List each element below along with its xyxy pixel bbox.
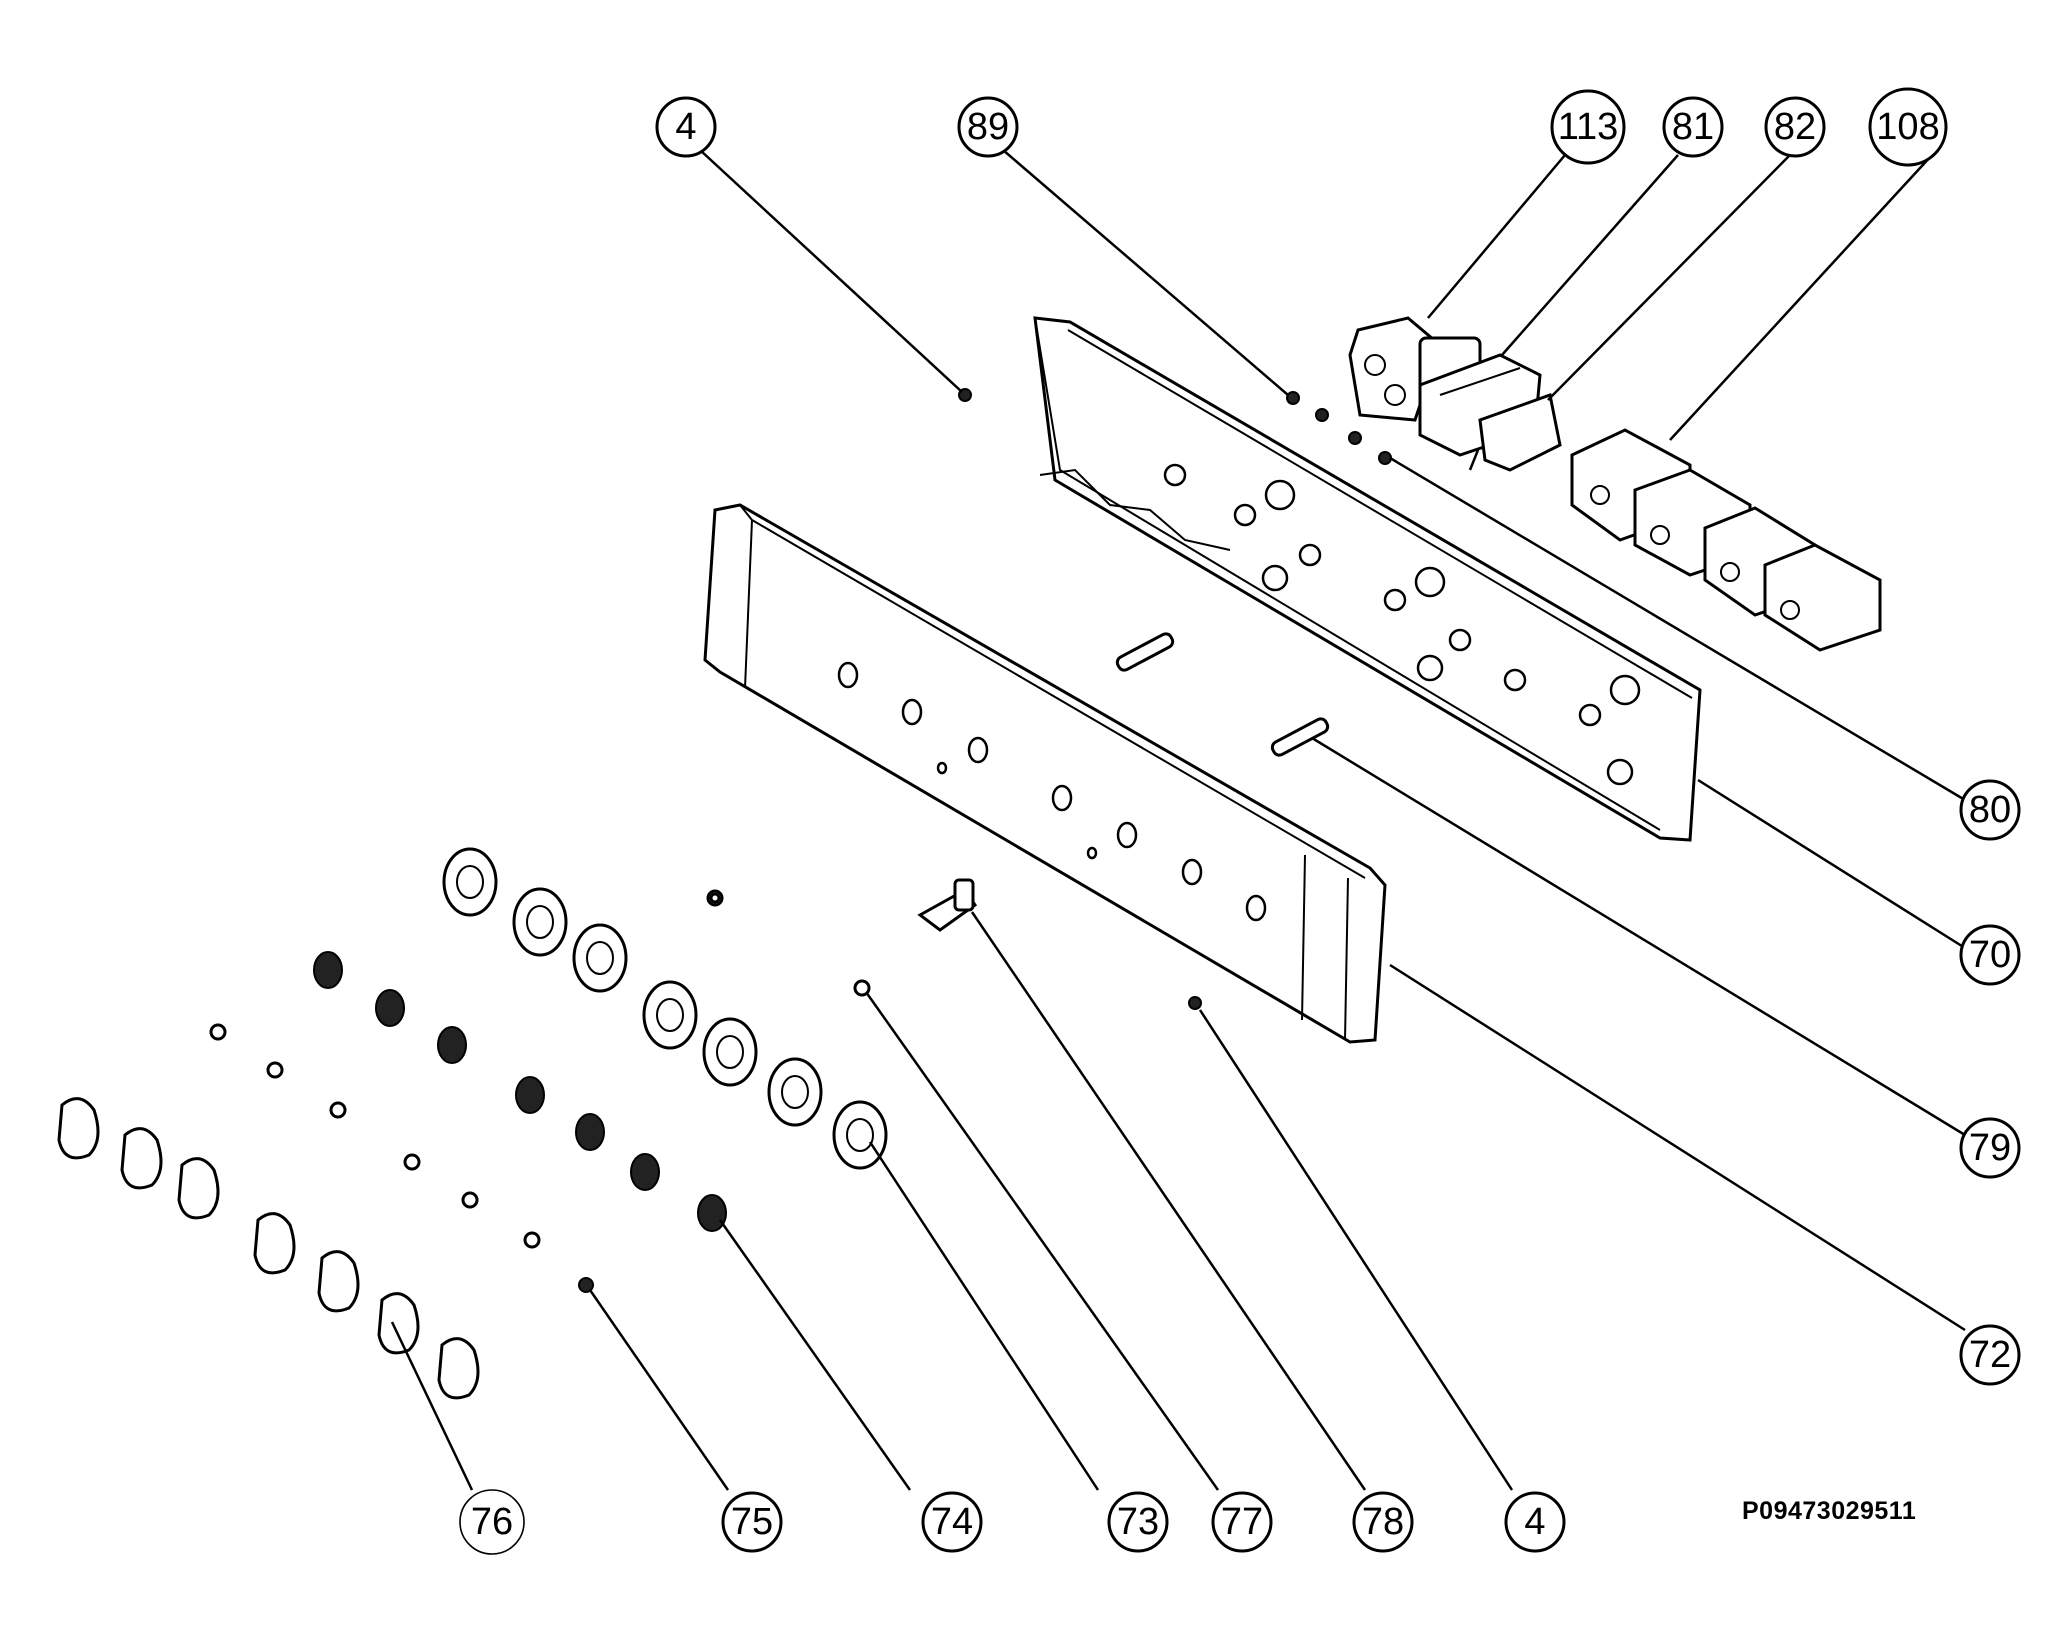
callout-75: 75 (721, 1491, 783, 1553)
callout-79: 79 (1959, 1117, 2021, 1179)
pins-79 (1115, 632, 1330, 757)
callout-label: 73 (1117, 1501, 1159, 1543)
switch-82 (1468, 393, 1562, 472)
springs (313, 951, 727, 1232)
rear-panel-holes (1163, 463, 1641, 786)
bezels-74 (442, 847, 888, 1170)
callout-89: 89 (957, 96, 1019, 158)
callout-73: 73 (1107, 1491, 1169, 1553)
leader-lines (390, 149, 1966, 1491)
callout-label: 78 (1362, 1501, 1404, 1543)
callout-113: 113 (1550, 89, 1626, 165)
callout-label: 81 (1672, 106, 1714, 148)
callout-74: 74 (921, 1491, 983, 1553)
callout-82: 82 (1764, 96, 1826, 158)
callout-81: 81 (1662, 96, 1724, 158)
callout-label: 70 (1969, 934, 2011, 976)
callout-108: 108 (1868, 87, 1948, 167)
rear-panel-frame (1033, 316, 1702, 842)
switch-bank-108 (1570, 428, 1882, 652)
front-panel (703, 503, 1387, 1044)
callout-label: 72 (1969, 1334, 2011, 1376)
callout-72: 72 (1959, 1324, 2021, 1386)
callout-label: 82 (1774, 106, 1816, 148)
front-panel-holes (837, 661, 1267, 922)
callout-label: 75 (731, 1501, 773, 1543)
drawing-reference-code: P09473029511 (1742, 1497, 1917, 1525)
callout-70: 70 (1959, 924, 2021, 986)
rings (209, 892, 721, 1293)
knobs-76 (57, 1097, 480, 1400)
callout-80: 80 (1959, 779, 2021, 841)
callout-78: 78 (1352, 1491, 1414, 1553)
callout-77: 77 (1211, 1491, 1273, 1553)
callout-label: 79 (1969, 1127, 2011, 1169)
callout-4-top: 4 (655, 96, 717, 158)
callout-label: 76 (471, 1501, 513, 1543)
callout-label: 80 (1969, 789, 2011, 831)
callout-label: 113 (1558, 106, 1619, 148)
callout-label: 4 (1524, 1501, 1545, 1543)
callout-label: 77 (1221, 1501, 1263, 1543)
callout-4-bottom: 4 (1504, 1491, 1566, 1553)
part-77 (853, 979, 871, 997)
callout-76: 76 (459, 1489, 525, 1555)
clip-78 (917, 878, 978, 932)
callout-label: 108 (1876, 106, 1939, 148)
callout-label: 89 (967, 106, 1009, 148)
callout-label: 4 (675, 106, 696, 148)
callout-label: 74 (931, 1501, 973, 1543)
screws (958, 388, 1392, 1010)
